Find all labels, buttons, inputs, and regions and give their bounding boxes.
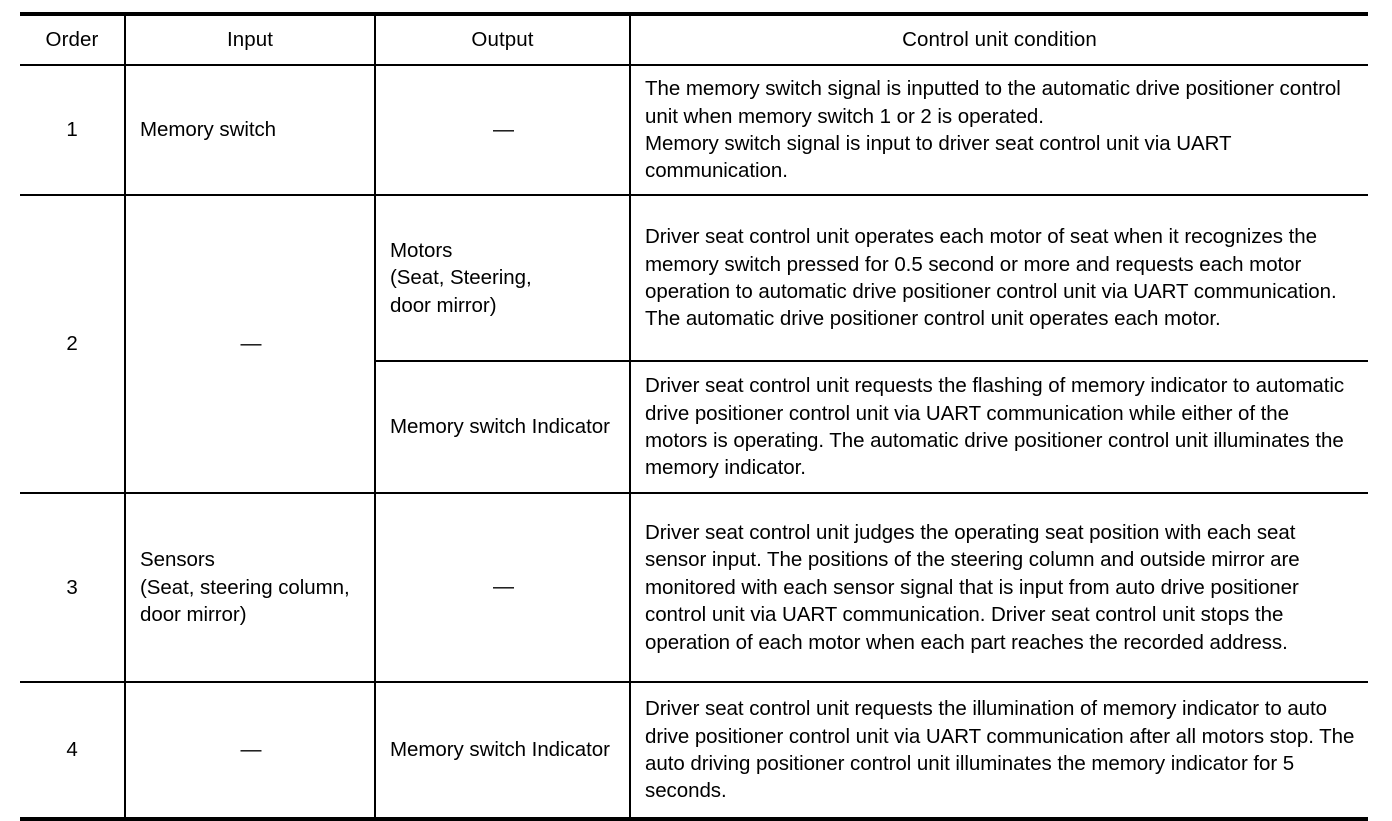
order-cell-3: 3 bbox=[20, 493, 126, 683]
condition-cell-3: Driver seat control unit judges the oper… bbox=[630, 493, 1368, 683]
output-cell-2a: Motors (Seat, Steering, door mirror) bbox=[375, 195, 631, 362]
table-row: 3 Sensors (Seat, steering column, door m… bbox=[20, 493, 1368, 683]
output-cell-2b: Memory switch Indicator bbox=[375, 361, 631, 494]
input-value-1: Memory switch bbox=[140, 118, 277, 142]
condition-cell-2b: Driver seat control unit requests the fl… bbox=[630, 361, 1368, 494]
input-value-3: Sensors (Seat, steering column, door mir… bbox=[140, 548, 350, 627]
output-cell-1: — bbox=[375, 65, 631, 196]
table-row: 1 Memory switch — The memory switch sign… bbox=[20, 65, 1368, 196]
order-value-3: 3 bbox=[66, 575, 78, 599]
condition-text-3: Driver seat control unit judges the oper… bbox=[645, 521, 1300, 654]
order-cell-1: 1 bbox=[20, 65, 126, 196]
order-value-2: 2 bbox=[66, 332, 78, 356]
condition-text-2b: Driver seat control unit requests the fl… bbox=[645, 374, 1345, 480]
condition-cell-2a: Driver seat control unit operates each m… bbox=[630, 195, 1368, 362]
table-row: Memory switch Indicator Driver seat cont… bbox=[20, 361, 1368, 494]
column-header-condition: Control unit condition bbox=[630, 14, 1368, 66]
order-value-4: 4 bbox=[66, 738, 78, 762]
table-row: 4 — Memory switch Indicator Driver seat … bbox=[20, 682, 1368, 819]
condition-text-1: The memory switch signal is inputted to … bbox=[645, 77, 1341, 183]
condition-text-4: Driver seat control unit requests the il… bbox=[645, 697, 1355, 803]
condition-cell-1: The memory switch signal is inputted to … bbox=[630, 65, 1368, 196]
table-row: 2 — Motors (Seat, Steering, door mirror)… bbox=[20, 195, 1368, 494]
input-cell-1: Memory switch bbox=[125, 65, 376, 196]
column-header-input: Input bbox=[125, 14, 376, 66]
table-body: 1 Memory switch — The memory switch sign… bbox=[20, 65, 1368, 819]
condition-text-2a: Driver seat control unit operates each m… bbox=[645, 225, 1337, 331]
output-cell-4: Memory switch Indicator bbox=[375, 682, 631, 819]
order-cell-4: 4 bbox=[20, 682, 126, 819]
column-header-output: Output bbox=[375, 14, 631, 66]
output-value-2b: Memory switch Indicator bbox=[390, 415, 610, 439]
input-cell-3: Sensors (Seat, steering column, door mir… bbox=[125, 493, 376, 683]
output-value-3: — bbox=[493, 575, 514, 599]
input-cell-4: — bbox=[125, 682, 376, 819]
input-cell-2: — bbox=[125, 195, 376, 494]
output-value-1: — bbox=[493, 117, 514, 141]
output-value-2a: Motors (Seat, Steering, door mirror) bbox=[390, 238, 532, 317]
order-value-1: 1 bbox=[66, 118, 78, 142]
output-value-4: Memory switch Indicator bbox=[390, 738, 610, 762]
control-unit-condition-table: Order Input Output Control unit conditio… bbox=[20, 12, 1368, 821]
input-value-2: — bbox=[240, 331, 262, 355]
input-value-4: — bbox=[240, 737, 262, 761]
order-cell-2: 2 bbox=[20, 195, 126, 494]
column-header-order: Order bbox=[20, 14, 126, 66]
header-row: Order Input Output Control unit conditio… bbox=[20, 14, 1368, 66]
condition-cell-4: Driver seat control unit requests the il… bbox=[630, 682, 1368, 819]
output-cell-3: — bbox=[375, 493, 631, 683]
table-header: Order Input Output Control unit conditio… bbox=[20, 14, 1368, 66]
